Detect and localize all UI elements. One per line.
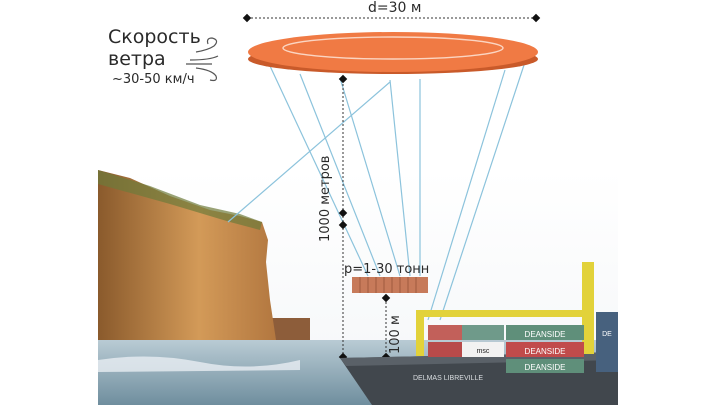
tethers — [227, 61, 526, 321]
payload-ribs — [359, 277, 417, 293]
altitude-mid-marker — [338, 208, 348, 218]
wind-speed-subtitle: ветра — [108, 48, 166, 70]
crane-post — [416, 310, 424, 356]
crane-mast — [582, 262, 594, 354]
altitude-label: 1000 метров — [318, 155, 333, 242]
diameter-right-marker — [531, 13, 541, 23]
wind-icon — [186, 37, 219, 82]
container-brand-top: DEANSIDE — [525, 330, 566, 339]
diameter-label: d=30 м — [368, 0, 422, 16]
payload-container — [352, 277, 428, 293]
kite-disc — [248, 32, 538, 72]
diameter-left-marker — [242, 13, 252, 23]
wind-speed-value: ~30-50 км/ч — [112, 72, 195, 87]
side-container-brand: DE — [602, 331, 612, 338]
altitude-mid-marker-2 — [338, 220, 348, 230]
container-stack — [428, 312, 618, 373]
altitude-top-marker — [338, 74, 348, 84]
ship-name: DELMAS LIBREVILLE — [413, 375, 483, 382]
container-brand-bottom: DEANSIDE — [525, 363, 566, 372]
kite-inner-ring — [282, 36, 504, 60]
cliff — [98, 170, 300, 362]
payload-label: p=1-30 тонн — [344, 262, 430, 277]
crane-boom — [416, 310, 592, 317]
surf — [98, 356, 300, 372]
cliff-vegetation — [98, 170, 262, 230]
container-brand-middle: DEANSIDE — [525, 347, 566, 356]
low-altitude-label: 100 м — [388, 315, 403, 354]
low-altitude-top-marker — [381, 293, 391, 303]
wind-speed-title: Скорость — [108, 26, 201, 48]
container-mark: msc — [477, 348, 490, 355]
